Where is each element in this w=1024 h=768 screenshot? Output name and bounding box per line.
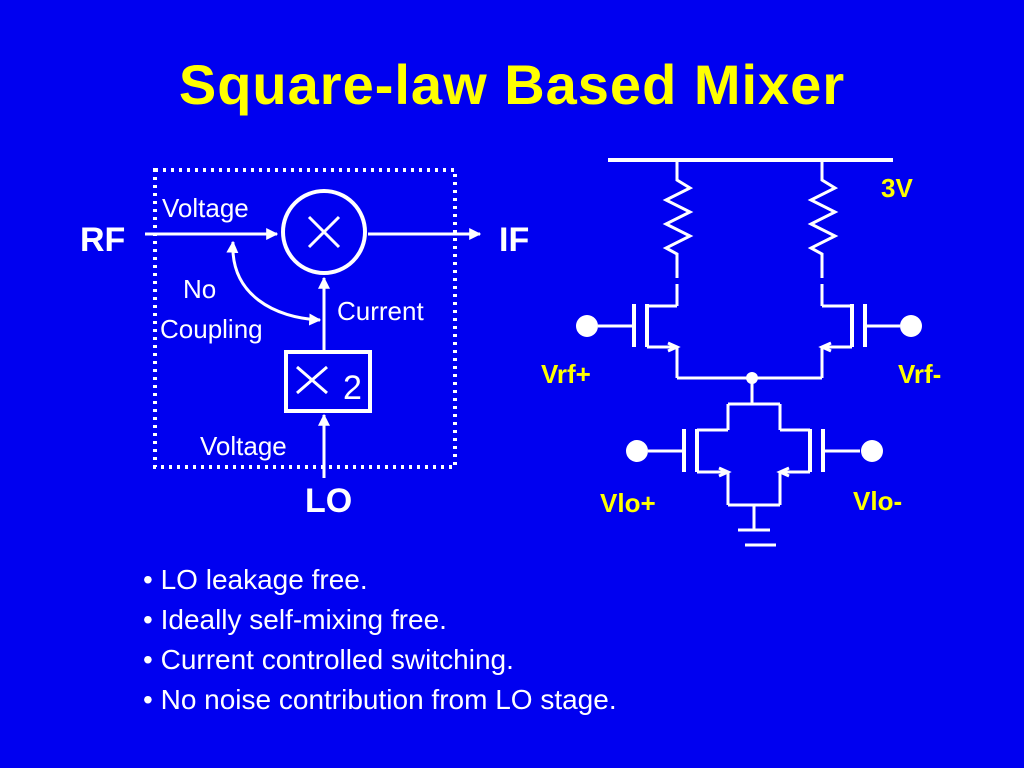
vrf-minus-terminal xyxy=(900,315,922,337)
multiplier-x-icon xyxy=(307,215,341,249)
lo-transistor-right xyxy=(776,428,860,505)
bullet-item: No noise contribution from LO stage. xyxy=(143,680,617,720)
vlo-minus-label: Vlo- xyxy=(853,486,902,516)
no-coupling-label-line1: No xyxy=(183,274,216,304)
slide-title: Square-law Based Mixer xyxy=(178,53,846,116)
square-law-box xyxy=(284,350,372,413)
vrf-plus-terminal xyxy=(576,315,598,337)
vlo-plus-terminal xyxy=(626,440,648,462)
rf-label: RF xyxy=(80,221,125,259)
voltage-bottom-label: Voltage xyxy=(200,431,287,461)
block-diagram xyxy=(145,168,482,478)
square-x-icon xyxy=(296,365,328,395)
lo-transistor-left xyxy=(648,428,732,505)
vrf-plus-label: Vrf+ xyxy=(541,359,591,389)
rf-transistor-left xyxy=(598,284,681,378)
dotted-boundary xyxy=(153,168,457,469)
bullet-item: LO leakage free. xyxy=(143,560,617,600)
no-coupling-arrow xyxy=(226,240,322,326)
common-node-dot xyxy=(746,372,758,384)
no-coupling-label-line2: Coupling xyxy=(160,314,263,344)
circuit-nodes xyxy=(576,315,922,462)
circuit-labels: 3V Vrf+ Vrf- Vlo+ Vlo- xyxy=(541,173,941,518)
rf-transistor-right xyxy=(818,284,900,378)
current-label: Current xyxy=(337,296,424,326)
supply-label: 3V xyxy=(881,173,913,203)
voltage-top-label: Voltage xyxy=(162,193,249,223)
bullet-item: Ideally self-mixing free. xyxy=(143,600,617,640)
block-labels: RF IF LO Voltage Voltage Current No Coup… xyxy=(80,193,529,520)
vrf-minus-label: Vrf- xyxy=(898,359,941,389)
multiplier-circle xyxy=(281,189,367,275)
resistor-right xyxy=(807,160,839,278)
bullet-list: LO leakage free. Ideally self-mixing fre… xyxy=(143,560,617,720)
resistor-left xyxy=(662,160,694,278)
vlo-minus-terminal xyxy=(861,440,883,462)
square-exponent: 2 xyxy=(343,369,362,407)
vlo-plus-label: Vlo+ xyxy=(600,488,656,518)
if-label: IF xyxy=(499,221,529,259)
lo-label: LO xyxy=(305,482,352,520)
bullet-item: Current controlled switching. xyxy=(143,640,617,680)
